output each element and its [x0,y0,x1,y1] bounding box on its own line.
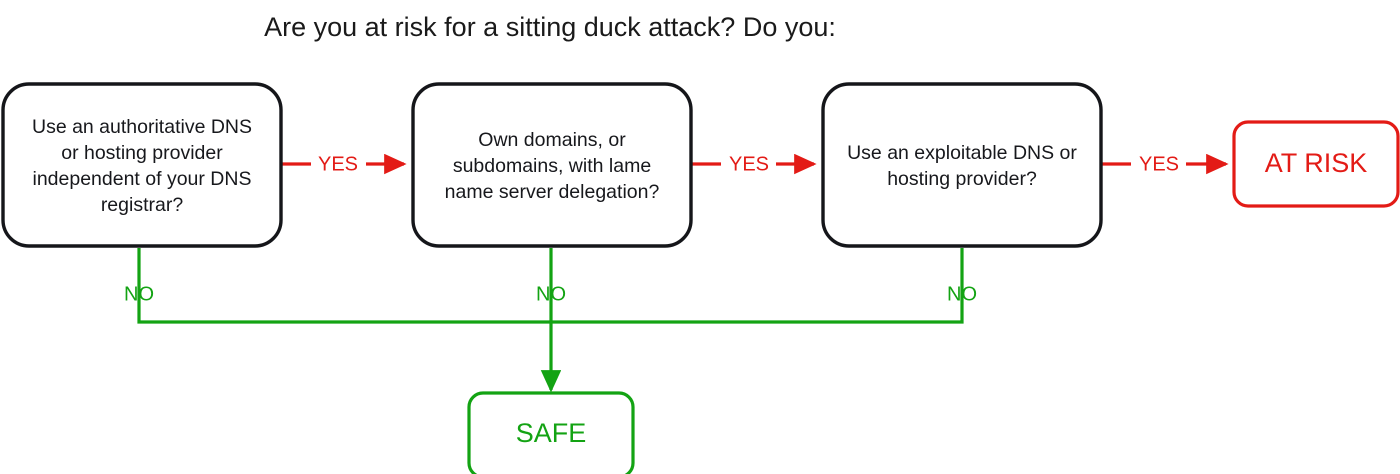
edge-no-q1-bus [137,248,551,324]
node-question-1-line-2: or hosting provider [61,142,223,164]
node-at-risk[interactable]: AT RISK [1232,120,1400,208]
edge-label-yes-1: YES [318,153,358,175]
node-question-2[interactable]: Own domains, or subdomains, with lame na… [411,82,693,248]
node-question-1-line-3: independent of your DNS [33,168,252,190]
edge-label-yes-3: YES [1139,153,1179,175]
edge-label-no-2: NO [536,283,566,305]
node-question-2-line-2: subdomains, with lame [453,155,651,177]
node-question-2-line-3: name server delegation? [445,181,660,203]
node-question-3[interactable]: Use an exploitable DNS or hosting provid… [821,82,1103,248]
edge-no-q3-bus [551,248,964,324]
node-question-1-line-4: registrar? [101,194,184,216]
node-question-1-line-1: Use an authoritative DNS [32,116,252,138]
edge-label-no-3: NO [947,283,977,305]
node-question-2-line-1: Own domains, or [478,129,626,151]
node-question-1[interactable]: Use an authoritative DNS or hosting prov… [1,82,283,248]
node-question-1-box[interactable] [1,82,283,248]
node-at-risk-box[interactable] [1232,120,1400,208]
edge-label-yes-2: YES [729,153,769,175]
node-at-risk-label: AT RISK [1265,148,1368,178]
edge-label-no-1: NO [124,283,154,305]
node-question-3-line-1: Use an exploitable DNS or [847,142,1077,164]
node-question-3-line-2: hosting provider? [887,168,1037,190]
page-title: Are you at risk for a sitting duck attac… [264,12,836,42]
node-safe-label: SAFE [516,418,587,448]
node-safe[interactable]: SAFE [467,391,635,474]
node-question-2-box[interactable] [411,82,693,248]
node-question-3-box[interactable] [821,82,1103,248]
node-safe-box[interactable] [467,391,635,474]
